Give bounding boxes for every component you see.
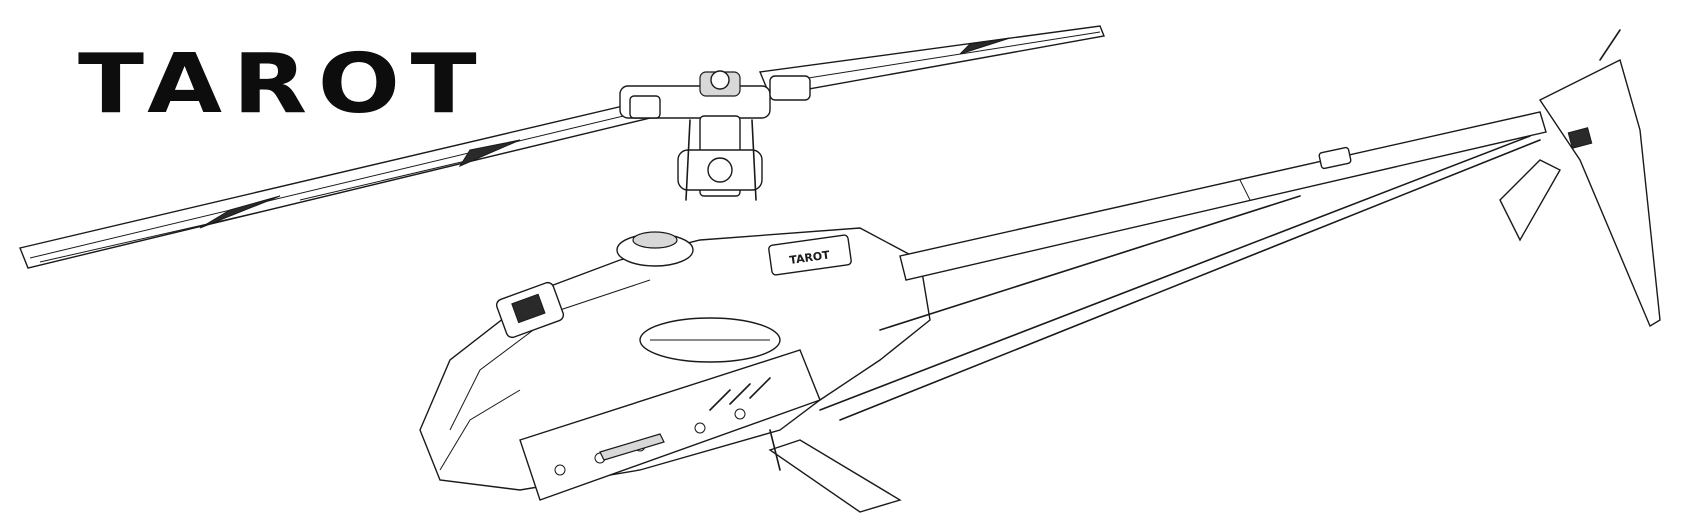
frame-plate — [519, 349, 821, 501]
tail-boom — [899, 111, 1547, 281]
fuselage-decal: TAROT — [789, 248, 831, 267]
tarot-logo: TAROT — [78, 37, 488, 132]
tail-struts — [819, 135, 1541, 421]
tail-fin — [1499, 29, 1661, 328]
landing-skid — [768, 429, 902, 513]
main-rotor-blade-left — [19, 101, 652, 269]
rotor-head — [619, 70, 811, 201]
main-rotor-blade-right — [759, 25, 1105, 97]
main-gear — [639, 317, 781, 363]
